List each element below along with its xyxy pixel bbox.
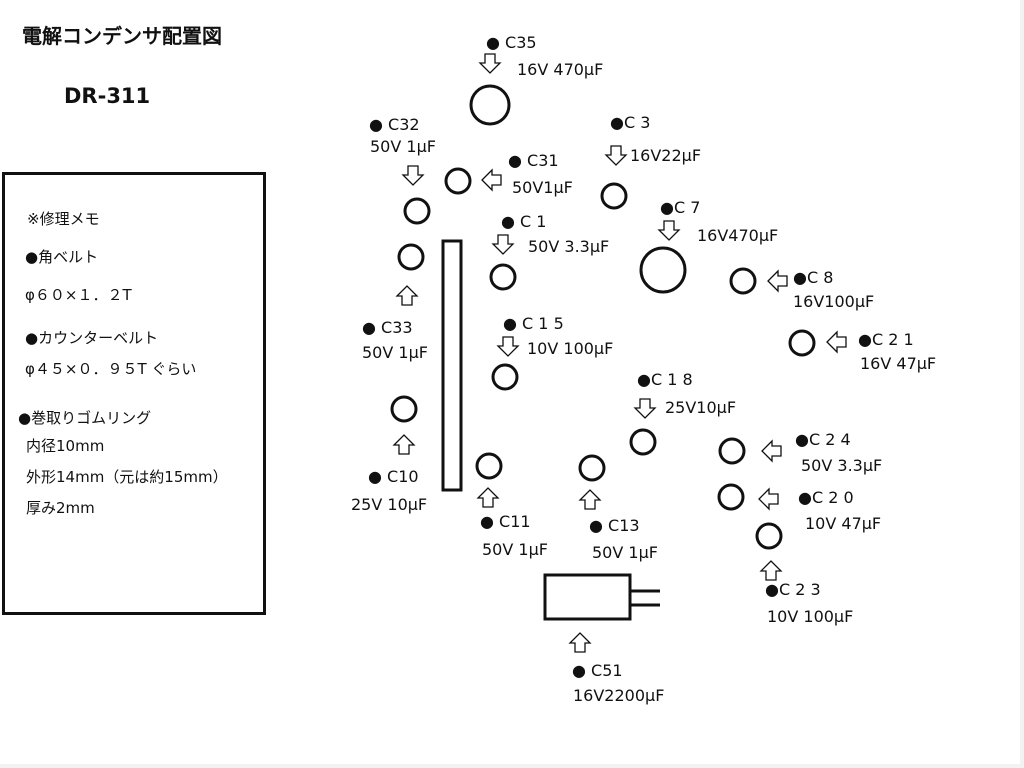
label-c31: ● C31 (508, 151, 559, 170)
spec-c10: 25V 10μF (351, 495, 428, 514)
label-c21: ●C 2 1 (858, 330, 914, 349)
memo-line: 外形14mm（元は約15mm） (26, 468, 228, 486)
spec-c1: 50V 3.3μF (528, 237, 610, 256)
arrow-up-icon (393, 434, 415, 455)
memo-line: ●カウンターベルト (25, 329, 159, 347)
capacitor-c8 (729, 267, 757, 295)
arrow-left-icon (761, 440, 782, 462)
spec-c35: 16V 470μF (517, 60, 604, 79)
arrow-up-icon (569, 632, 591, 653)
repair-memo-box: ※修理メモ ●角ベルト φ６０×１．２T ●カウンターベルト φ４５×０．９５T… (2, 172, 266, 615)
label-c35: ● C35 (486, 33, 537, 52)
capacitor-c15 (491, 363, 519, 391)
window-edge (0, 764, 1024, 768)
label-c8: ●C 8 (793, 268, 834, 287)
arrow-left-icon (481, 169, 502, 191)
label-c3: ●C 3 (610, 113, 651, 132)
memo-line: φ６０×１．２T (25, 286, 132, 304)
label-c24: ●C 2 4 (795, 430, 851, 449)
spec-c11: 50V 1μF (482, 540, 548, 559)
board-connector-outline (441, 239, 463, 492)
spec-c31: 50V1μF (512, 178, 573, 197)
arrow-up-icon (579, 489, 601, 510)
arrow-down-icon (605, 145, 627, 166)
memo-line: ●角ベルト (25, 248, 99, 266)
capacitor-c51 (543, 573, 632, 621)
arrow-down-icon (497, 336, 519, 357)
capacitor-c21 (788, 329, 816, 357)
window-edge (1020, 0, 1024, 768)
spec-c20: 10V 47μF (805, 514, 882, 533)
capacitor-c35 (469, 84, 511, 126)
capacitor-c11 (475, 452, 503, 480)
capacitor-c20 (717, 483, 745, 511)
capacitor-c10 (390, 395, 418, 423)
spec-c13: 50V 1μF (592, 543, 658, 562)
spec-c8: 16V100μF (793, 292, 875, 311)
spec-c24: 50V 3.3μF (801, 456, 883, 475)
arrow-down-icon (634, 398, 656, 419)
capacitor-c24 (718, 437, 746, 465)
label-c33: ● C33 (362, 318, 413, 337)
label-c20: ●C 2 0 (798, 488, 854, 507)
spec-c51: 16V2200μF (573, 686, 665, 705)
memo-line: φ４５×０．９５T ぐらい (25, 360, 197, 378)
spec-c15: 10V 100μF (527, 339, 614, 358)
label-c1: ● C 1 (501, 212, 547, 231)
arrow-up-icon (477, 487, 499, 508)
label-c23: ●C 2 3 (765, 580, 821, 599)
capacitor-c31 (444, 167, 472, 195)
capacitor-c13 (578, 454, 606, 482)
capacitor-c32 (403, 197, 431, 225)
arrow-left-icon (758, 488, 779, 510)
arrow-down-icon (402, 165, 424, 186)
arrow-left-icon (826, 331, 847, 353)
spec-c32: 50V 1μF (370, 137, 436, 156)
capacitor-c23 (755, 522, 783, 550)
label-c11: ● C11 (480, 512, 531, 531)
label-c51: ● C51 (572, 661, 623, 680)
arrow-down-icon (492, 234, 514, 255)
capacitor-c1 (489, 263, 517, 291)
capacitor-c7 (639, 246, 687, 294)
capacitor-c18 (629, 428, 657, 456)
arrow-down-icon (658, 220, 680, 241)
label-c13: ● C13 (589, 516, 640, 535)
arrow-up-icon (396, 285, 418, 306)
spec-c21: 16V 47μF (860, 354, 937, 373)
spec-c18: 25V10μF (665, 398, 737, 417)
memo-line: 内径10mm (26, 437, 105, 455)
page-title: 電解コンデンサ配置図 (22, 24, 222, 48)
capacitor-c3 (600, 182, 628, 210)
model-number: DR-311 (64, 84, 151, 108)
memo-line: 厚み2mm (26, 499, 95, 517)
label-c18: ●C 1 8 (637, 370, 693, 389)
memo-line: ●巻取りゴムリング (18, 409, 152, 427)
spec-c23: 10V 100μF (767, 607, 854, 626)
capacitor-c33 (397, 243, 425, 271)
label-c10: ● C10 (368, 467, 419, 486)
spec-c33: 50V 1μF (362, 343, 428, 362)
label-c15: ● C 1 5 (503, 314, 564, 333)
label-c7: ●C 7 (660, 198, 701, 217)
arrow-down-icon (479, 53, 501, 74)
arrow-up-icon (760, 560, 782, 581)
spec-c7: 16V470μF (697, 226, 779, 245)
memo-heading: ※修理メモ (27, 210, 100, 228)
label-c32: ● C32 (369, 115, 420, 134)
arrow-left-icon (767, 270, 788, 292)
spec-c3: 16V22μF (630, 146, 702, 165)
